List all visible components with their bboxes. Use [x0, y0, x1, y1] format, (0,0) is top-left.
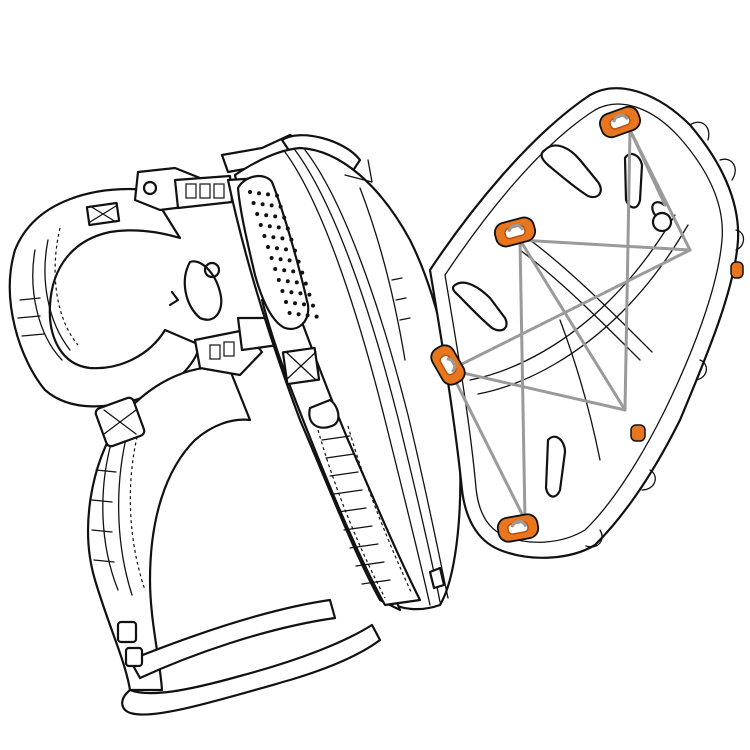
perforation-dot [303, 281, 308, 286]
lid-slot [544, 435, 567, 498]
perforation-dot [280, 289, 285, 293]
perforation-dot [291, 269, 296, 274]
rim-tab-icon [730, 261, 744, 279]
lower-strap [116, 598, 382, 716]
d-ring-icon [308, 398, 340, 429]
perforation-dot [273, 267, 278, 271]
lid-slot [540, 144, 602, 199]
perforation-dot [280, 236, 285, 241]
perforation-dot [294, 280, 299, 285]
molle-webbing [317, 425, 413, 599]
perforation-dot [276, 225, 281, 230]
open-lid [428, 87, 745, 559]
perforation-dot [269, 256, 274, 260]
perforation-dot [282, 215, 287, 220]
perforation-dot [251, 201, 256, 205]
perforation-dot [284, 247, 288, 252]
perforation-dot [260, 202, 265, 207]
sternum-buckle-bottom [193, 316, 280, 377]
perforation-dot [278, 257, 283, 262]
perforation-dot [262, 234, 267, 238]
perforation-dot [314, 314, 319, 319]
perforation-dot [287, 311, 292, 315]
perforation-dot [287, 258, 292, 263]
rim-tabs [630, 261, 744, 442]
perforation-dot [293, 301, 297, 306]
perforation-dot [311, 303, 315, 308]
anchor-points [430, 105, 641, 543]
perforation-dot [275, 246, 279, 251]
perforation-dot [273, 214, 278, 219]
rim-tab-icon [630, 424, 646, 442]
perforation-dot [264, 213, 269, 218]
perforation-dot [302, 302, 306, 307]
lid-slot [451, 281, 508, 332]
perforation-dot [300, 270, 305, 275]
perforation-dot [266, 192, 270, 197]
perforation-dot [296, 312, 301, 317]
perforation-dot [284, 300, 288, 304]
perforation-dot [278, 204, 283, 209]
anchor-hook-icon [430, 344, 466, 386]
perforation-dot [248, 190, 252, 194]
grommet-icon [651, 211, 673, 233]
perforation-dot [285, 279, 290, 284]
perforation-dot [307, 292, 312, 297]
perforation-dot [271, 235, 276, 240]
perforation-dot [269, 203, 274, 208]
perforation-dot [266, 245, 270, 249]
right-shoulder-strap [87, 366, 252, 692]
strap-adjuster-icon [116, 620, 138, 644]
carabiner-clip [168, 260, 223, 321]
anchor-hook-icon [493, 216, 537, 248]
perforation-dot [267, 224, 272, 229]
perforation-dot [255, 212, 260, 216]
perforation-dot [276, 278, 281, 282]
zipper-pull-icon [428, 566, 446, 590]
perforation-dot [285, 226, 290, 231]
perforation-dot [282, 268, 287, 273]
perforation-dot [305, 313, 310, 318]
perforated-pad [236, 174, 319, 330]
perforation-dot [275, 193, 279, 198]
perforation-dot [258, 223, 263, 227]
sternum-buckle-top [133, 166, 234, 212]
perforation-dot [296, 259, 301, 264]
perforation-dot [298, 291, 303, 296]
left-shoulder-strap [8, 188, 202, 408]
perforation-dot [293, 248, 297, 253]
anchor-hook-icon [599, 105, 641, 139]
anchor-hook-icon [496, 513, 540, 543]
perforation-dot [289, 237, 294, 242]
perforation-dot [289, 290, 294, 295]
bungee-cord [448, 128, 692, 522]
perforation-dot [257, 191, 261, 196]
